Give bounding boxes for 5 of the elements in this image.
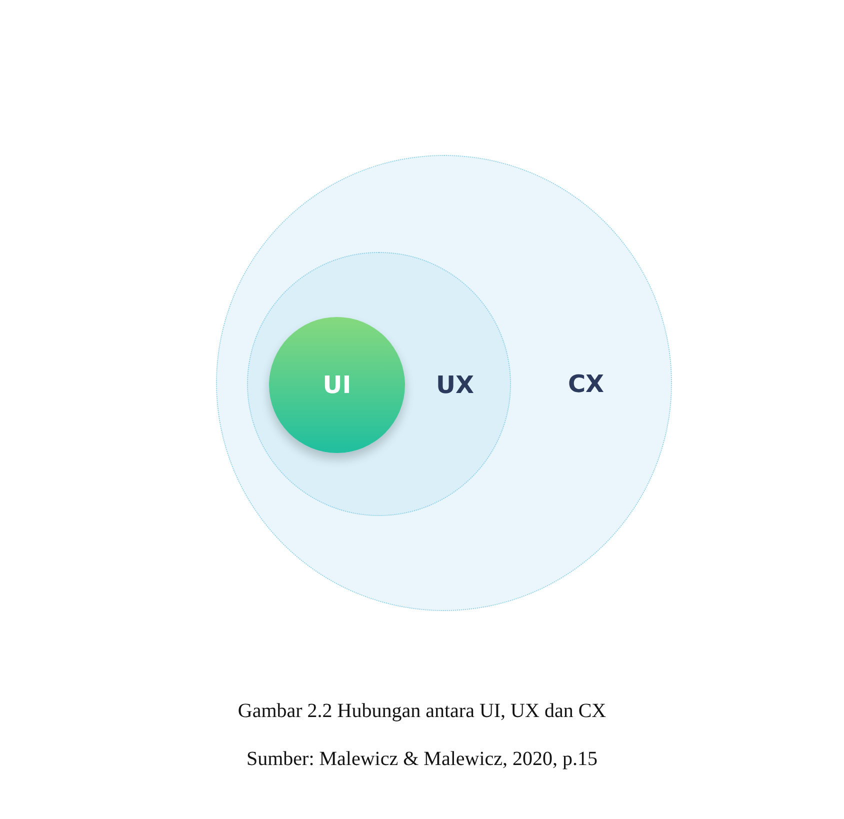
circle-label: CX — [568, 370, 604, 398]
caption: Gambar 2.2 Hubungan antara UI, UX dan CX — [236, 700, 608, 723]
circle-label: UX — [436, 371, 474, 399]
source-note: Sumber: Malewicz & Malewicz, 2020, p.15 — [245, 748, 599, 771]
circle-label: UI — [322, 371, 352, 399]
